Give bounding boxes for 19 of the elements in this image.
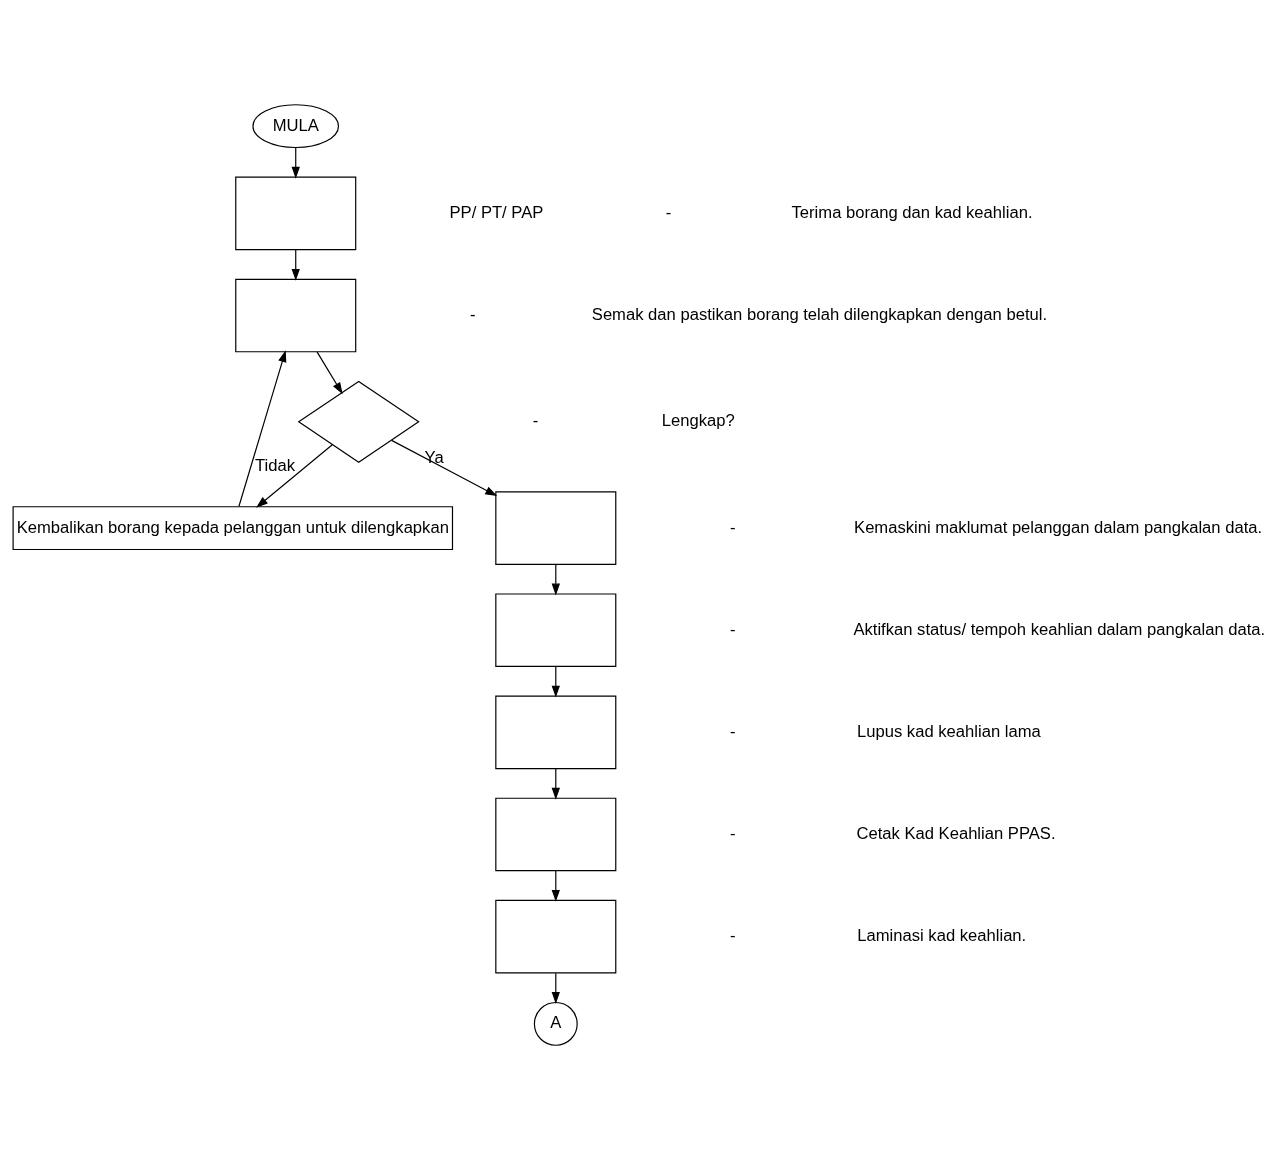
label: - (665, 202, 672, 222)
label: Lengkap? (661, 410, 735, 430)
label: - (729, 823, 736, 843)
label: Cetak Kad Keahlian PPAS. (856, 823, 1056, 843)
label: - (532, 410, 539, 430)
label: Lupus kad keahlian lama (856, 721, 1041, 741)
edge-label: Ya (424, 447, 444, 467)
label: Semak dan pastikan borang telah dilengkapkan dengan betul. (591, 304, 1048, 324)
label: PP/ PT/ PAP (449, 202, 544, 222)
edge-label: Tidak (254, 455, 295, 475)
label: Kemaskini maklumat pelanggan dalam pangkalan data. (854, 516, 1263, 536)
label: Aktifkan status/ tempoh keahlian dalam pangkalan data. (853, 619, 1266, 639)
label: Laminasi kad keahlian. (857, 925, 1027, 945)
label: - (729, 721, 736, 741)
label: - (729, 619, 736, 639)
label: - (729, 925, 736, 945)
label: Terima borang dan kad keahlian. (791, 202, 1033, 222)
label: - (729, 516, 736, 536)
label: - (469, 304, 476, 324)
